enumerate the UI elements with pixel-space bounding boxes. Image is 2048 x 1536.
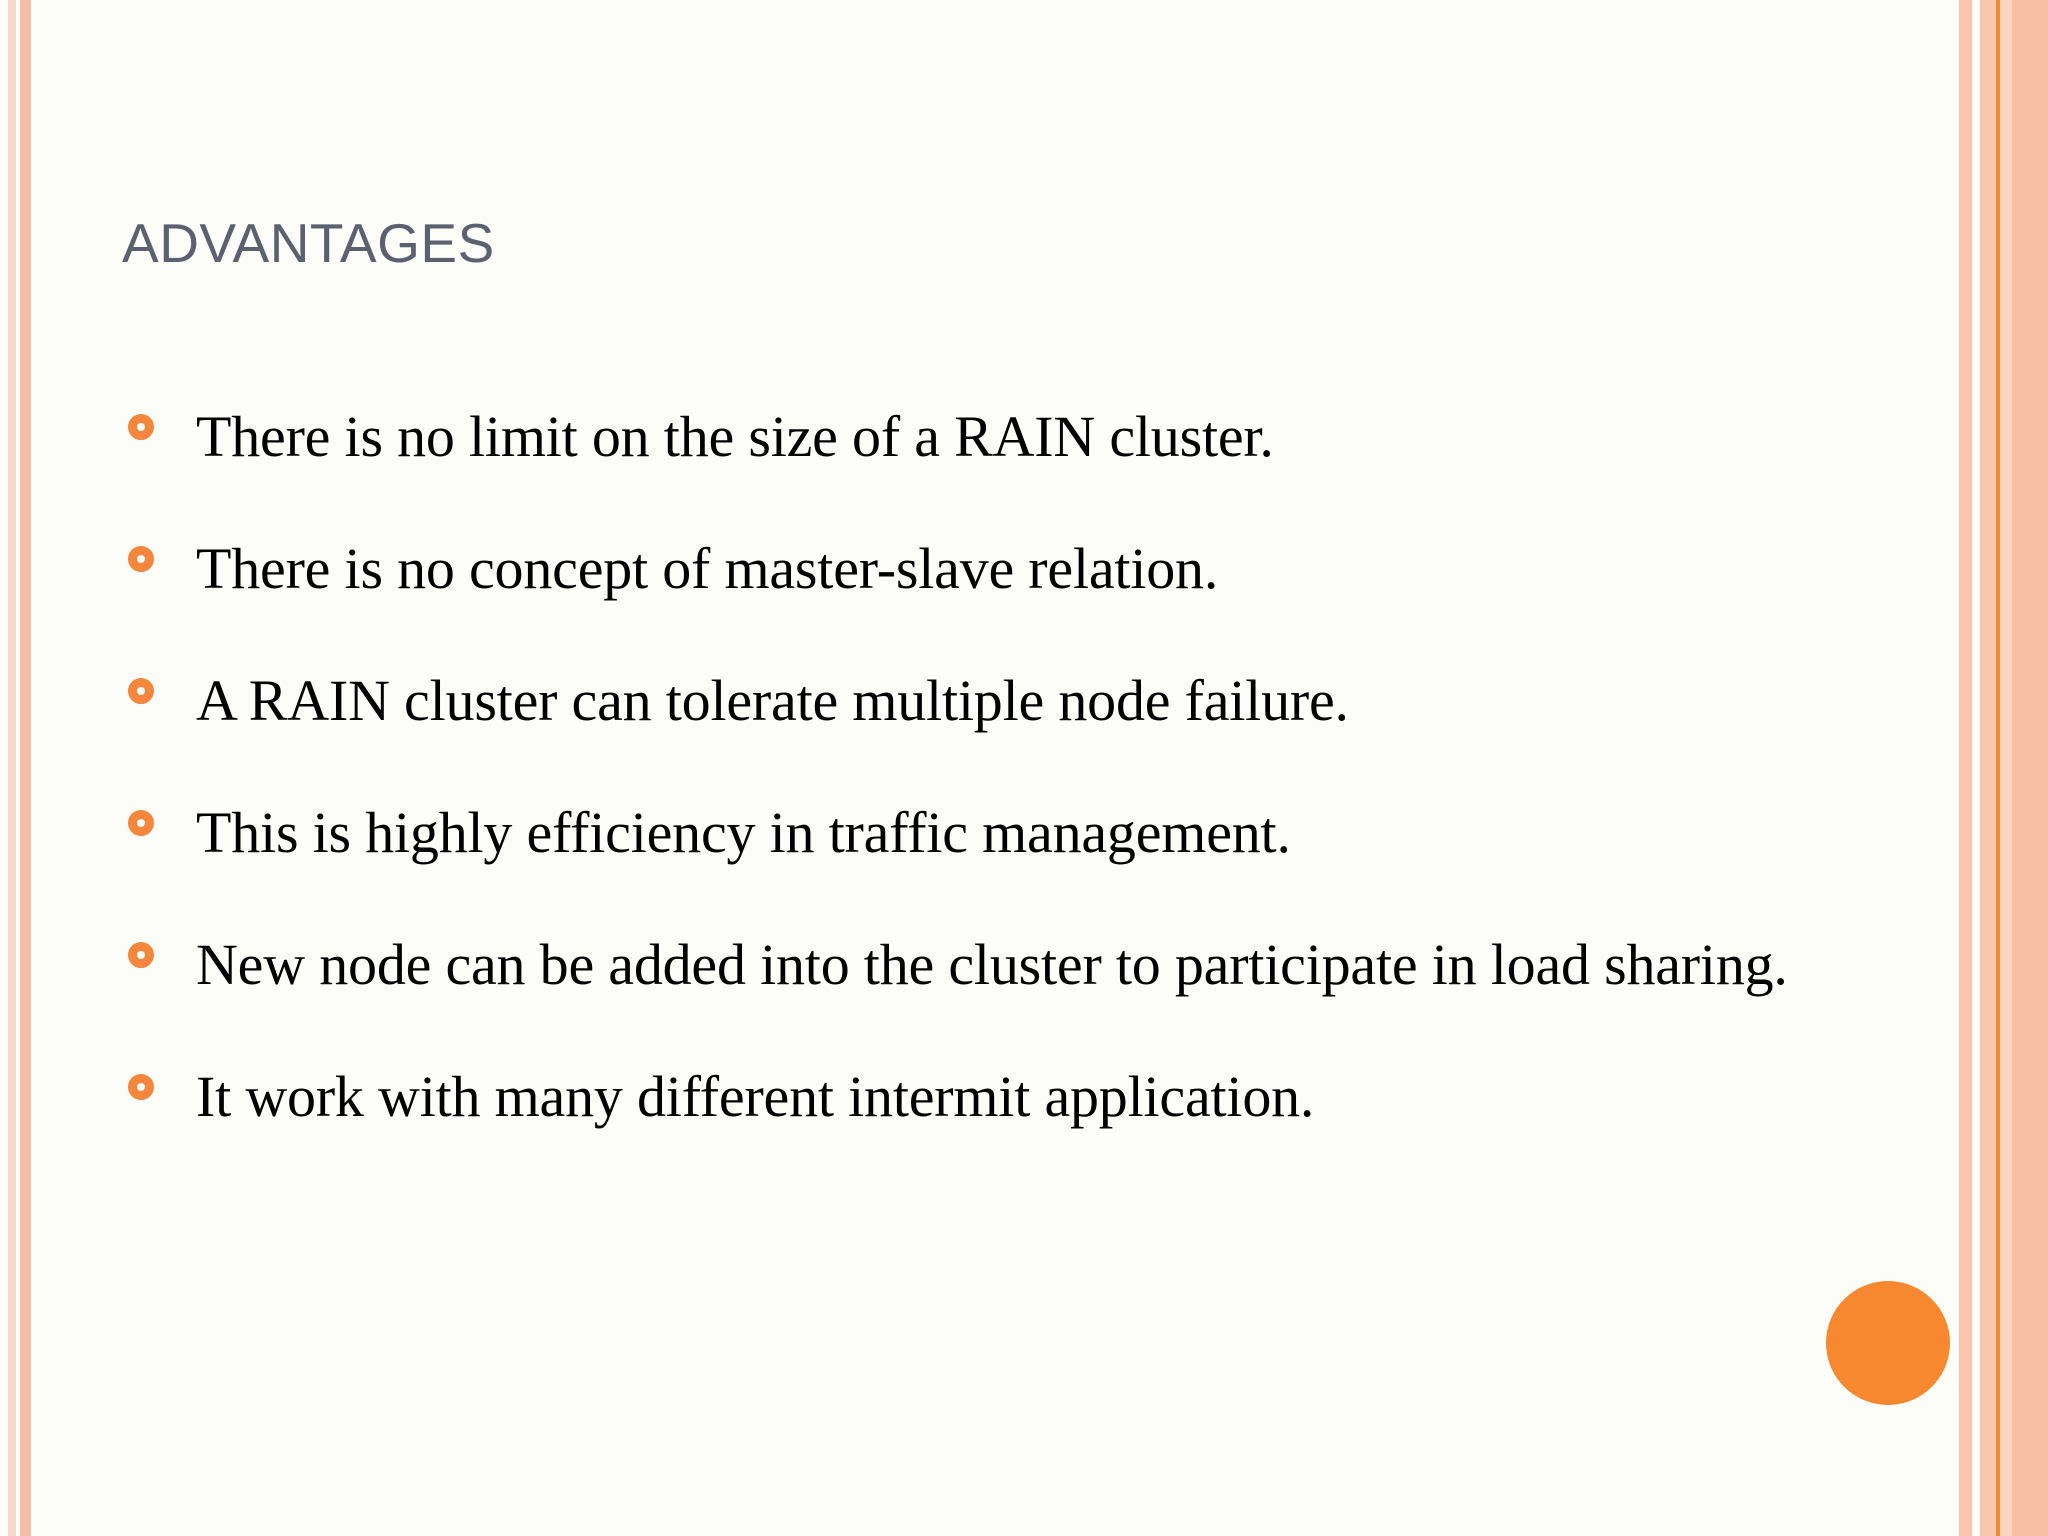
- right-stripe-outer: [2012, 0, 2048, 1536]
- ring-bullet-icon: [128, 941, 154, 968]
- bullet-list: There is no limit on the size of a RAIN …: [128, 390, 1788, 1182]
- ring-bullet-icon: [128, 1073, 154, 1100]
- left-stripe-dark: [20, 0, 31, 1536]
- list-item: There is no limit on the size of a RAIN …: [128, 390, 1788, 484]
- left-stripe-light: [8, 0, 16, 1536]
- list-item: New node can be added into the cluster t…: [128, 918, 1788, 1012]
- ring-bullet-icon: [128, 809, 154, 836]
- page-title: Advantages: [122, 191, 495, 279]
- list-item-text: This is highly efficiency in traffic man…: [196, 799, 1291, 865]
- list-item-text: New node can be added into the cluster t…: [196, 931, 1788, 997]
- list-item: There is no concept of master-slave rela…: [128, 522, 1788, 616]
- right-stripe-accent-line: [1996, 0, 2000, 1536]
- list-item: A RAIN cluster can tolerate multiple nod…: [128, 654, 1788, 748]
- list-item-text: There is no limit on the size of a RAIN …: [196, 404, 1274, 469]
- list-item-text: It work with many different intermit app…: [196, 1063, 1315, 1129]
- ring-bullet-icon: [128, 677, 154, 704]
- orange-circle-decoration: [1826, 1281, 1950, 1405]
- ring-bullet-icon: [128, 545, 154, 572]
- list-item: It work with many different intermit app…: [128, 1050, 1788, 1144]
- list-item: This is highly efficiency in traffic man…: [128, 786, 1788, 880]
- ring-bullet-icon: [128, 414, 154, 440]
- right-stripe-thin: [1959, 0, 1972, 1536]
- list-item-text: There is no concept of master-slave rela…: [196, 535, 1219, 601]
- right-stripe-highlight: [2000, 0, 2012, 1536]
- list-item-text: A RAIN cluster can tolerate multiple nod…: [196, 667, 1349, 733]
